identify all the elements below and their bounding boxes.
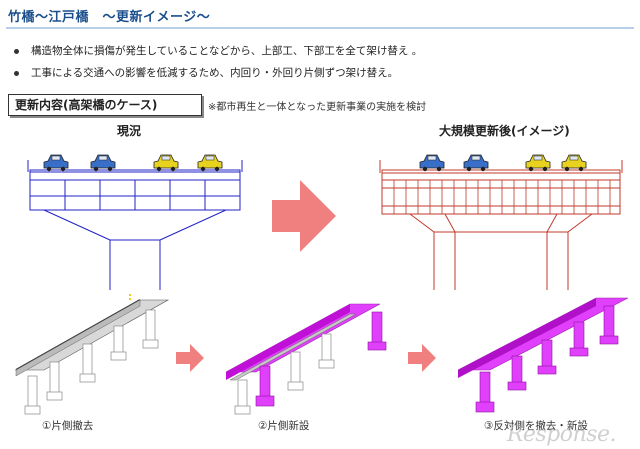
car-icon xyxy=(43,154,69,172)
title-divider xyxy=(6,27,634,29)
bullet-text: 工事による交通への影響を低減するため、内回り・外回り片側ずつ架け替え。 xyxy=(31,67,399,79)
step-arrow-icon xyxy=(176,344,204,372)
current-bridge-section xyxy=(27,160,243,290)
car-icon xyxy=(90,154,116,172)
step-arrow-icon xyxy=(408,344,436,372)
bullet-dot-icon xyxy=(14,70,19,76)
watermark: Response. xyxy=(506,422,617,447)
step1-model xyxy=(14,294,170,415)
section-label: 更新内容(高架橋のケース) xyxy=(8,94,202,116)
car-icon xyxy=(525,154,551,172)
step-label: ①片側撤去 xyxy=(42,420,94,432)
car-icon xyxy=(561,154,587,172)
section-note: ※都市再生と一体となった更新事業の実施を検討 xyxy=(208,102,427,113)
bullet-list: 構造物全体に損傷が発生していることなどから、上部工、下部工を全て架け替え 。 工… xyxy=(14,40,422,84)
new-bridge-section xyxy=(379,160,623,290)
step2-model xyxy=(225,303,387,415)
transition-arrow-icon xyxy=(272,180,336,252)
car-icon xyxy=(463,154,489,172)
page-title: 竹橋～江戸橋 ～更新イメージ～ xyxy=(8,10,211,25)
current-cars xyxy=(43,154,223,172)
after-label: 大規模更新後(イメージ) xyxy=(439,124,570,138)
bullet-item: 構造物全体に損傷が発生していることなどから、上部工、下部工を全て架け替え 。 xyxy=(14,40,422,62)
current-label: 現況 xyxy=(117,124,142,138)
step3-model xyxy=(457,297,629,413)
car-icon xyxy=(197,154,223,172)
bullet-dot-icon xyxy=(14,48,19,54)
bullet-item: 工事による交通への影響を低減するため、内回り・外回り片側ずつ架け替え。 xyxy=(14,62,422,84)
new-cars xyxy=(419,154,587,172)
step-label: ③反対側を撤去・新設 xyxy=(484,420,588,432)
car-icon xyxy=(419,154,445,172)
car-icon xyxy=(153,154,179,172)
bullet-text: 構造物全体に損傷が発生していることなどから、上部工、下部工を全て架け替え 。 xyxy=(31,45,423,57)
step-label: ②片側新設 xyxy=(258,420,310,432)
